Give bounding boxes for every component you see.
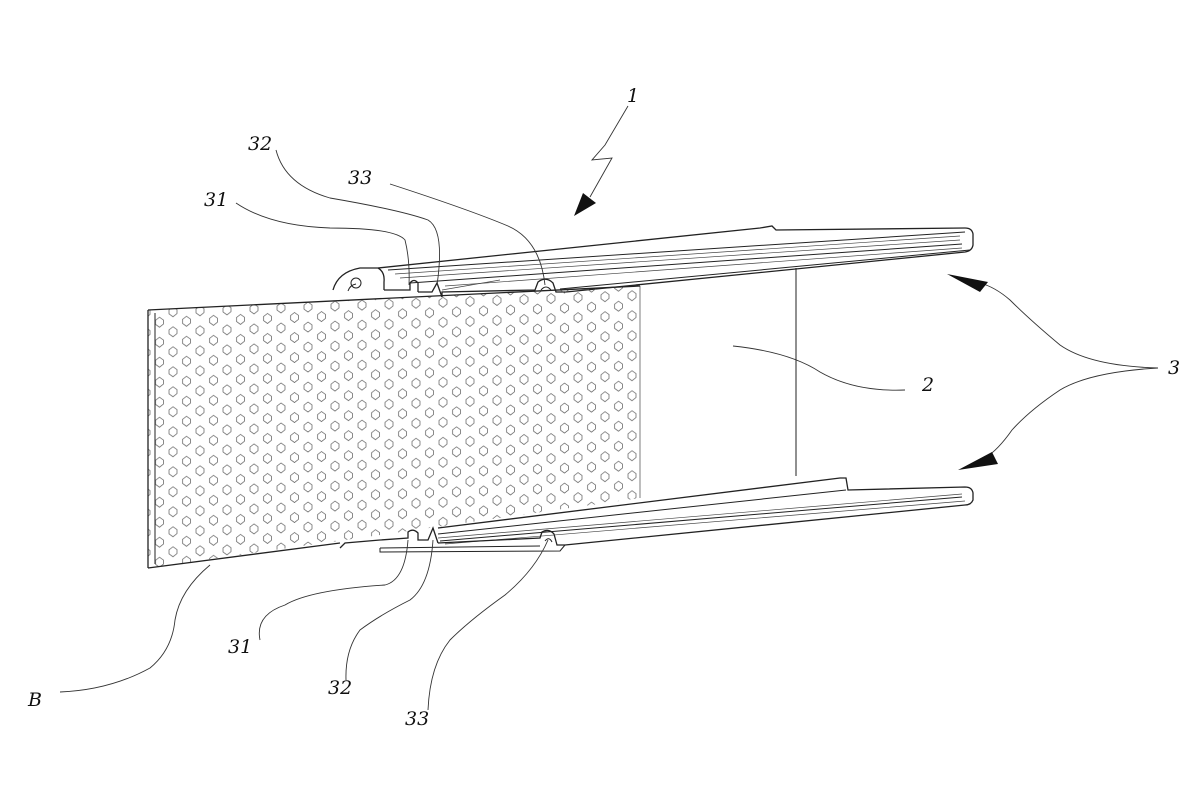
label-top-33: 33: [348, 167, 372, 189]
label-top-32: 32: [248, 133, 272, 155]
label-rails: 3: [1168, 357, 1180, 379]
label-bot-32: 32: [328, 677, 352, 699]
back-panel: [640, 268, 796, 498]
arrow-1: [574, 193, 596, 216]
top-rail: [333, 226, 973, 297]
label-bot-33: 33: [405, 708, 429, 730]
label-bot-31: 31: [228, 636, 252, 658]
perforated-sheet: [148, 286, 640, 568]
label-assembly: 1: [627, 85, 639, 107]
label-sheet: B: [27, 689, 42, 711]
arrow-3-bottom: [958, 452, 998, 470]
label-top-31: 31: [204, 189, 228, 211]
arrow-3-top: [947, 274, 988, 292]
label-panel: 2: [921, 374, 934, 396]
